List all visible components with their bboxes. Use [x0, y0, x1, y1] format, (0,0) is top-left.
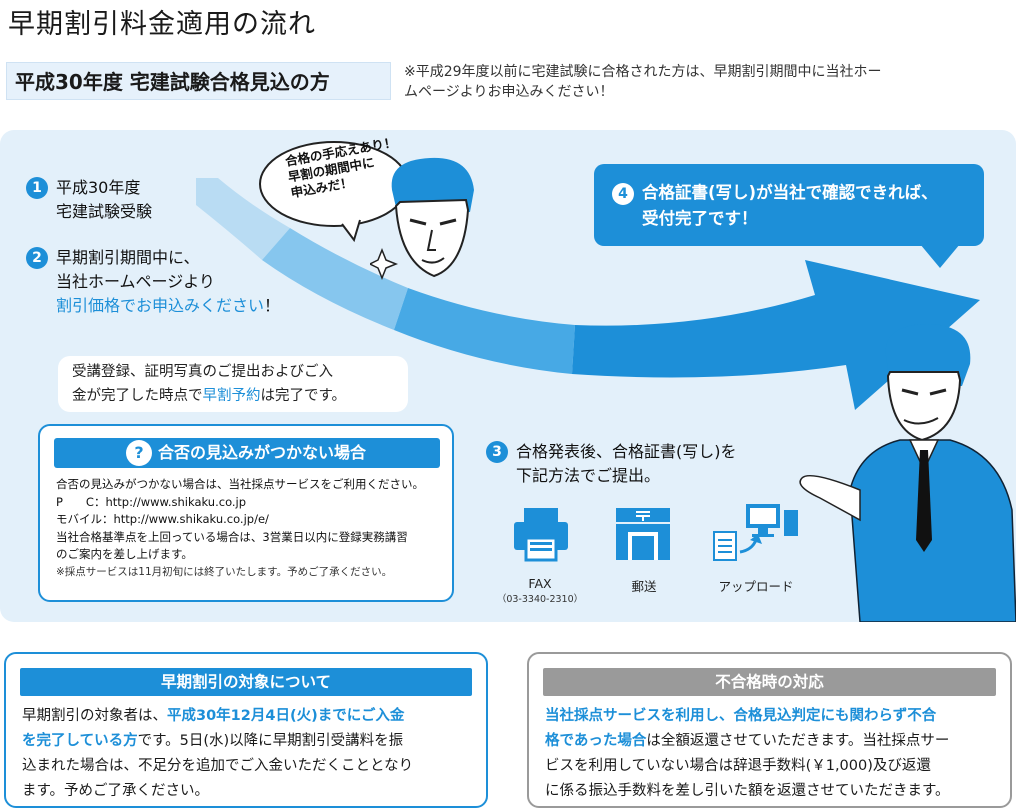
- pc-url[interactable]: P C：http://www.shikaku.co.jp: [56, 494, 247, 509]
- flow-arrow: [196, 178, 980, 410]
- uncertain-result-body: 合否の見込みがつかない場合は、当社採点サービスをご利用ください。 P C：htt…: [56, 477, 424, 578]
- upload-icon: [713, 504, 798, 561]
- mobile-url[interactable]: モバイル：http://www.shikaku.co.jp/e/: [56, 512, 269, 526]
- page-title: 早期割引料金適用の流れ: [8, 9, 316, 40]
- subtitle-box: 平成30年度 宅建試験合格見込の方: [6, 62, 391, 100]
- method-post: 郵送: [631, 579, 657, 594]
- bubble-tail: [920, 244, 960, 268]
- post-office-icon: [616, 508, 670, 560]
- step-3-number: 3: [486, 441, 508, 463]
- fax-icon: [514, 508, 568, 562]
- step-4-number: 4: [612, 183, 634, 205]
- student-illustration: [370, 157, 474, 281]
- top-note: ※平成29年度以前に宅建試験に合格された方は、早期割引期間中に当社ホー ムページ…: [404, 64, 882, 100]
- fail-response-body: 当社採点サービスを利用し、合格見込判定にも関わらず不合 格であった場合は全額返還…: [545, 708, 950, 799]
- step-2-number: 2: [26, 247, 48, 269]
- step-1-number: 1: [26, 177, 48, 199]
- question-icon: ?: [126, 440, 152, 466]
- uncertain-result-box: ? 合否の見込みがつかない場合 合否の見込みがつかない場合は、当社採点サービスを…: [38, 424, 454, 602]
- early-discount-body: 早期割引の対象者は、平成30年12月4日(火)までにご入金 を完了している方です…: [22, 708, 414, 799]
- presenter-illustration: [799, 324, 1016, 622]
- fail-response-box: 不合格時の対応 当社採点サービスを利用し、合格見込判定にも関わらず不合 格であっ…: [527, 652, 1012, 808]
- early-discount-box: 早期割引の対象について 早期割引の対象者は、平成30年12月4日(火)までにご入…: [4, 652, 488, 808]
- early-discount-header: 早期割引の対象について: [20, 668, 472, 696]
- method-upload: アップロード: [718, 579, 794, 594]
- speech-bubble: [259, 141, 409, 243]
- reserve-note: 受講登録、証明写真のご提出およびご入 金が完了した時点で早割予約は完了です。: [58, 356, 408, 412]
- method-fax: FAX （03-3340-2310）: [496, 576, 584, 605]
- uncertain-result-header: ? 合否の見込みがつかない場合: [54, 438, 440, 468]
- fail-response-header: 不合格時の対応: [543, 668, 996, 696]
